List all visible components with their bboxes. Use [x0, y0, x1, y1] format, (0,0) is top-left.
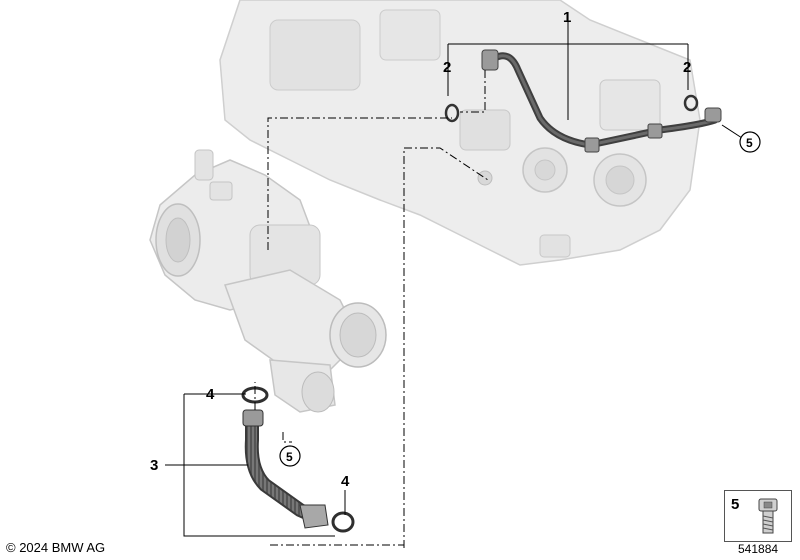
o-ring-left [444, 103, 460, 123]
callout-part-4-lower: 4 [341, 473, 350, 490]
o-ring-lower [331, 511, 355, 533]
legend-part-5: 5 [724, 490, 792, 542]
legend-part-number: 5 [731, 496, 740, 513]
screw-icon [758, 498, 778, 534]
callout-part-1: 1 [563, 9, 571, 26]
leader-lines [165, 22, 743, 537]
o-ring-right [683, 94, 699, 112]
assembly-lines [254, 70, 489, 548]
callout-part-3: 3 [150, 457, 158, 474]
oil-return-line [242, 409, 329, 529]
callout-circle-5-bottom [279, 445, 301, 467]
oil-feed-line [481, 49, 722, 153]
callout-part-5-bottom: 5 [286, 450, 293, 464]
callout-part-5-top: 5 [746, 136, 753, 150]
callout-part-2-left: 2 [443, 59, 451, 76]
callout-part-2-right: 2 [683, 59, 691, 76]
callout-circle-5-top [739, 131, 761, 153]
turbocharger-illustration [149, 149, 387, 413]
callout-part-4-upper: 4 [206, 386, 215, 403]
diagram-id: 541884 [738, 542, 779, 556]
copyright-text: © 2024 BMW AG [6, 540, 106, 555]
